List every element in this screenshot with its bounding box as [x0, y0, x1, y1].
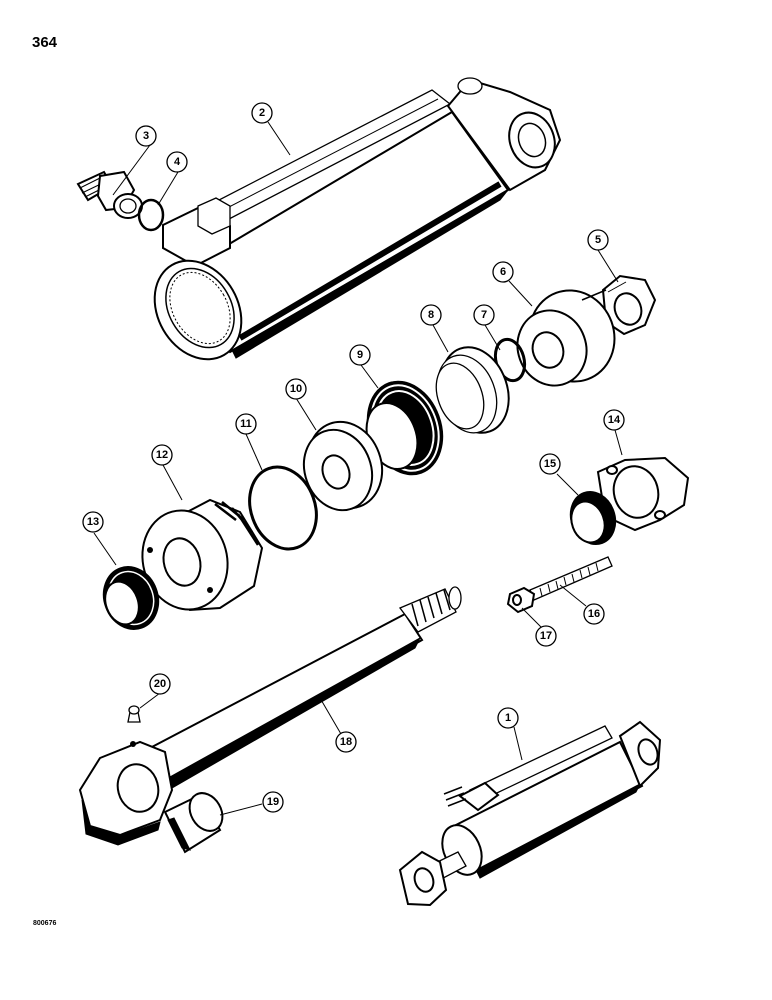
part-hex-nut [601, 274, 657, 336]
part-assembled-cylinder [398, 720, 662, 907]
part-cylinder-head [141, 498, 264, 612]
svg-text:16: 16 [588, 608, 600, 620]
part-cylinder-barrel [153, 77, 562, 361]
svg-text:1: 1 [505, 712, 511, 724]
svg-text:3: 3 [143, 130, 149, 142]
svg-text:20: 20 [154, 678, 166, 690]
callout-1: 1 [497, 707, 519, 729]
callouts: 1 2 3 4 5 6 7 8 9 10 11 12 13 14 15 16 1… [82, 102, 625, 813]
callout-10: 10 [285, 378, 307, 400]
leader-lines [93, 121, 623, 816]
page-number: 364 [32, 34, 58, 51]
svg-text:14: 14 [608, 414, 621, 426]
callout-5: 5 [587, 229, 609, 251]
svg-text:18: 18 [340, 736, 352, 748]
part-spacer [302, 420, 384, 512]
part-o-ring-large [248, 465, 318, 551]
svg-text:12: 12 [156, 449, 168, 461]
callout-6: 6 [492, 261, 514, 283]
callout-9: 9 [349, 344, 371, 366]
svg-text:19: 19 [267, 796, 279, 808]
svg-text:13: 13 [87, 516, 99, 528]
part-jam-nut [506, 586, 536, 614]
part-wear-ring [435, 346, 510, 434]
part-grease-fitting [127, 705, 141, 723]
svg-text:2: 2 [259, 107, 265, 119]
part-piston-rod [78, 586, 462, 846]
callout-11: 11 [235, 413, 257, 435]
callout-8: 8 [420, 304, 442, 326]
part-elbow-fitting [76, 170, 143, 219]
callout-13: 13 [82, 511, 104, 533]
svg-text:15: 15 [544, 458, 556, 470]
callout-14: 14 [603, 409, 625, 431]
svg-text:8: 8 [428, 309, 434, 321]
drawing-code: 800676 [33, 920, 57, 927]
part-retainer-flange [596, 456, 690, 532]
part-o-ring-small [137, 198, 165, 232]
callout-15: 15 [539, 453, 561, 475]
callout-19: 19 [262, 791, 284, 813]
svg-text:5: 5 [595, 234, 601, 246]
callout-16: 16 [583, 603, 605, 625]
part-rod-seal [102, 566, 160, 630]
svg-text:9: 9 [357, 349, 363, 361]
callout-12: 12 [151, 444, 173, 466]
callout-7: 7 [473, 304, 495, 326]
part-piston [516, 289, 616, 387]
svg-text:17: 17 [540, 630, 552, 642]
callout-17: 17 [535, 625, 557, 647]
callout-18: 18 [335, 731, 357, 753]
svg-text:10: 10 [290, 383, 302, 395]
svg-text:4: 4 [174, 156, 181, 168]
callout-2: 2 [251, 102, 273, 124]
svg-text:6: 6 [500, 266, 506, 278]
callout-20: 20 [149, 673, 171, 695]
callout-3: 3 [135, 125, 157, 147]
callout-4: 4 [166, 151, 188, 173]
svg-text:11: 11 [240, 418, 252, 430]
part-rod-bushing [163, 792, 224, 854]
svg-text:7: 7 [481, 309, 487, 321]
part-bushing [569, 491, 617, 545]
